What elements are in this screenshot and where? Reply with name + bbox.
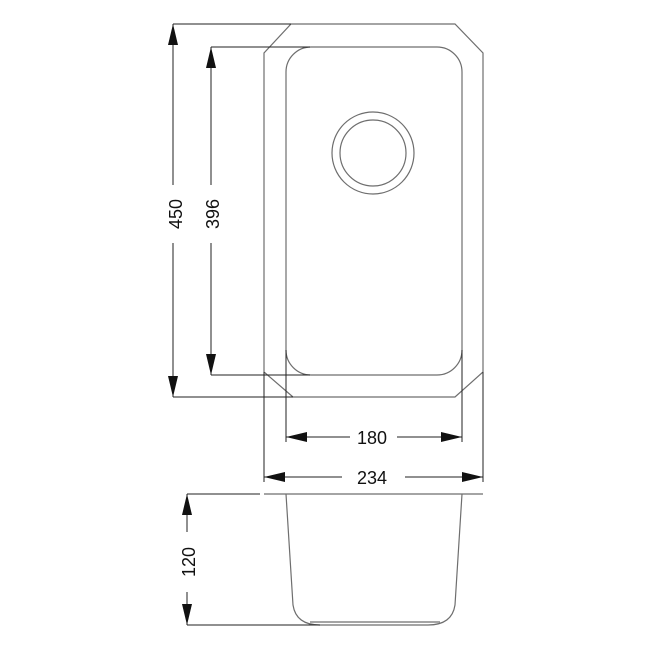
dimension-label-180: 180 [357,428,387,448]
drain-outer-ring [331,111,415,195]
dimension-bowl-width: 180 [285,350,463,448]
sink-outer-rim [263,23,484,398]
drain-inner-ring [339,119,407,187]
dimension-label-396: 396 [203,199,223,229]
sink-side-profile [264,493,483,626]
dimension-label-450: 450 [166,199,186,229]
dimension-overall-width: 234 [263,372,484,488]
sink-inner-bowl [285,46,463,376]
dimension-label-234: 234 [357,468,387,488]
dimension-depth: 120 [179,493,320,626]
dimension-bowl-length: 396 [203,46,310,376]
dimension-overall-length: 450 [166,23,293,398]
dimension-label-120: 120 [179,547,199,577]
